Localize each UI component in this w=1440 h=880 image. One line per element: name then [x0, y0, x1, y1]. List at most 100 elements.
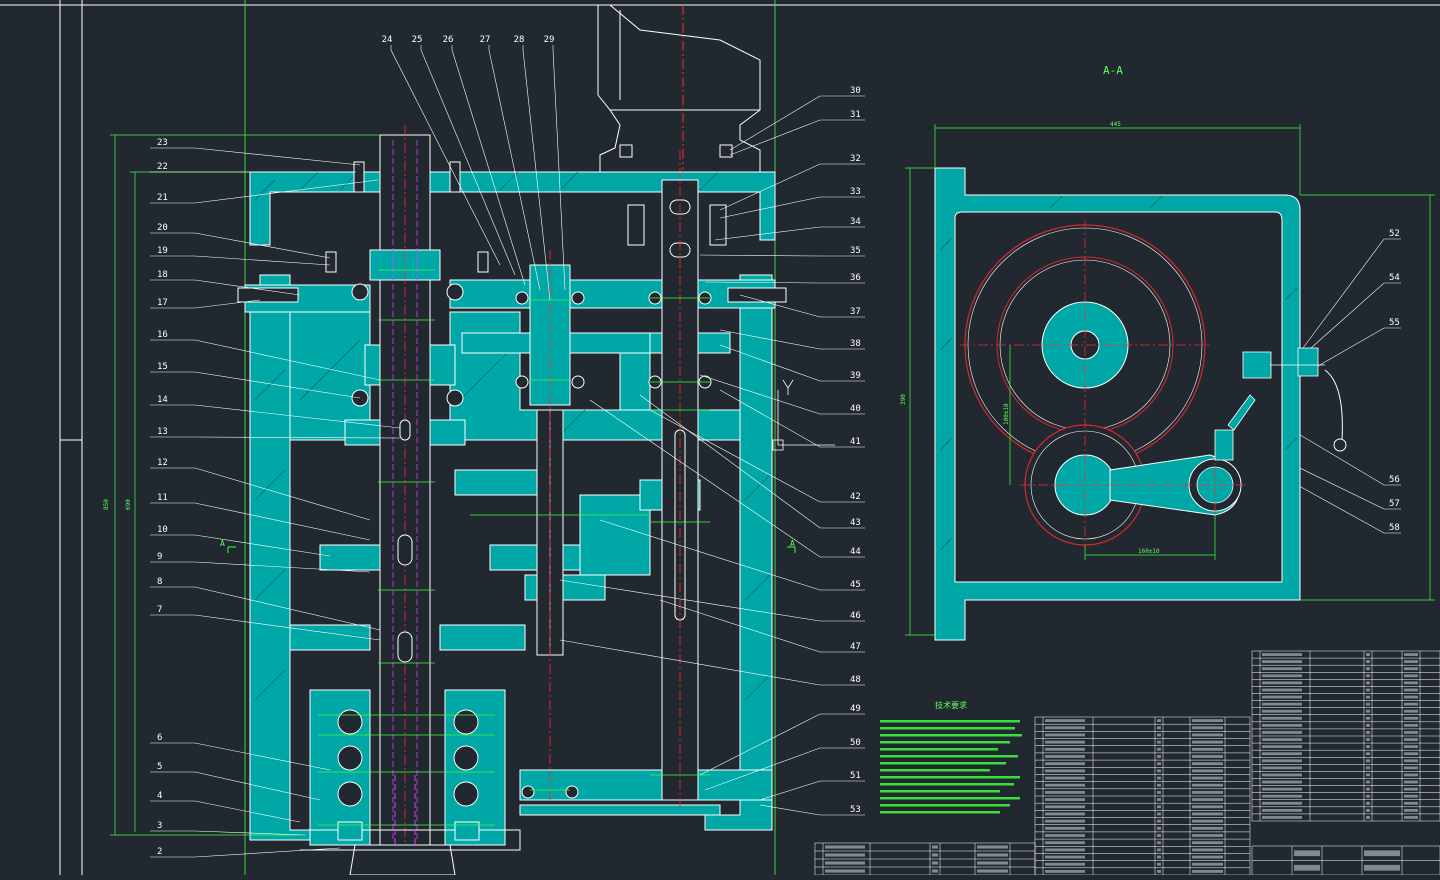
- leader-line: [699, 254, 865, 257]
- leader-line: [150, 561, 371, 573]
- part-number-40: 40: [850, 404, 861, 414]
- part-number-21: 21: [157, 193, 168, 203]
- part-number-19: 19: [157, 246, 168, 256]
- leader-line: [150, 179, 379, 204]
- part-number-5: 5: [157, 762, 162, 772]
- part-number-17: 17: [157, 298, 168, 308]
- part-number-12: 12: [157, 458, 168, 468]
- dim-inner-height: 690: [125, 499, 132, 510]
- leader-line: [1301, 282, 1401, 357]
- part-number-52: 52: [1389, 229, 1400, 239]
- leader-line: [150, 371, 361, 399]
- part-number-35: 35: [850, 246, 861, 256]
- dim-section-width: 445: [1110, 121, 1121, 128]
- part-number-25: 25: [412, 35, 423, 45]
- part-number-16: 16: [157, 330, 168, 340]
- part-number-54: 54: [1389, 273, 1400, 283]
- leader-line: [150, 586, 381, 631]
- technical-notes-title: 技术要求: [935, 700, 967, 710]
- part-number-39: 39: [850, 371, 861, 381]
- leader-line: [150, 830, 306, 836]
- leader-line: [488, 45, 541, 291]
- part-number-49: 49: [850, 704, 861, 714]
- part-number-6: 6: [157, 733, 162, 743]
- main-shaft: [369, 125, 441, 860]
- leader-line: [589, 399, 865, 558]
- part-number-18: 18: [157, 270, 168, 280]
- leader-line: [704, 281, 865, 284]
- part-number-34: 34: [850, 217, 861, 227]
- leader-line: [150, 742, 331, 771]
- leader-line: [1317, 327, 1401, 367]
- part-number-57: 57: [1389, 499, 1400, 509]
- part-number-32: 32: [850, 154, 861, 164]
- leader-line: [1299, 238, 1401, 353]
- leader-line: [599, 519, 865, 591]
- dim-overall-height: 850: [103, 499, 110, 510]
- part-number-9: 9: [157, 552, 162, 562]
- bottom-output: [300, 775, 521, 876]
- leader-line: [759, 780, 865, 801]
- bearings: [337, 283, 712, 807]
- part-number-33: 33: [850, 187, 861, 197]
- leader-line: [150, 339, 381, 381]
- leader-line: [150, 404, 401, 429]
- part-number-36: 36: [850, 273, 861, 283]
- part-number-2: 2: [157, 847, 162, 857]
- part-number-4: 4: [157, 791, 162, 801]
- part-number-47: 47: [850, 642, 861, 652]
- dim-section-height: 390: [900, 394, 907, 405]
- part-number-31: 31: [850, 110, 861, 120]
- leader-line: [639, 394, 865, 529]
- leader-line: [659, 599, 865, 653]
- technical-notes: 技术要求: [880, 700, 1022, 814]
- leader-line: [719, 329, 865, 350]
- leader-line: [649, 409, 865, 503]
- part-number-8: 8: [157, 577, 162, 587]
- leader-line: [150, 614, 381, 641]
- part-number-45: 45: [850, 580, 861, 590]
- leader-line: [150, 255, 331, 266]
- leader-line: [699, 374, 865, 415]
- part-number-43: 43: [850, 518, 861, 528]
- part-number-37: 37: [850, 307, 861, 317]
- part-number-46: 46: [850, 611, 861, 621]
- leader-line: [150, 436, 401, 439]
- part-number-28: 28: [514, 35, 525, 45]
- leader-line: [759, 804, 865, 816]
- bolts: [237, 161, 787, 303]
- ucs-axis-icon: [772, 379, 835, 451]
- leader-line: [704, 747, 865, 791]
- leader-line: [719, 163, 865, 211]
- dimension-texts: 850 690: [103, 499, 132, 510]
- section-view-a-a: A-A: [900, 64, 1435, 641]
- part-number-14: 14: [157, 395, 168, 405]
- part-number-58: 58: [1389, 523, 1400, 533]
- part-number-11: 11: [157, 493, 168, 503]
- part-number-41: 41: [850, 437, 861, 447]
- leader-line: [150, 534, 331, 557]
- part-number-48: 48: [850, 675, 861, 685]
- leader-line: [150, 800, 301, 823]
- leader-line: [150, 299, 261, 309]
- dimension-lines: [110, 134, 710, 836]
- motor-coupling: [597, 4, 761, 173]
- middle-shaft: [529, 250, 571, 800]
- part-number-26: 26: [443, 35, 454, 45]
- part-number-24: 24: [382, 35, 393, 45]
- bill-of-materials: [814, 650, 1440, 876]
- part-number-55: 55: [1389, 318, 1400, 328]
- part-number-15: 15: [157, 362, 168, 372]
- part-number-42: 42: [850, 492, 861, 502]
- dim-center-distance: 160±10: [1138, 548, 1160, 555]
- leader-line: [719, 196, 865, 219]
- leader-line: [150, 502, 371, 541]
- part-number-10: 10: [157, 525, 168, 535]
- leader-line: [420, 45, 516, 276]
- part-number-22: 22: [157, 162, 168, 172]
- leader-line: [150, 232, 331, 259]
- leader-line: [729, 119, 865, 156]
